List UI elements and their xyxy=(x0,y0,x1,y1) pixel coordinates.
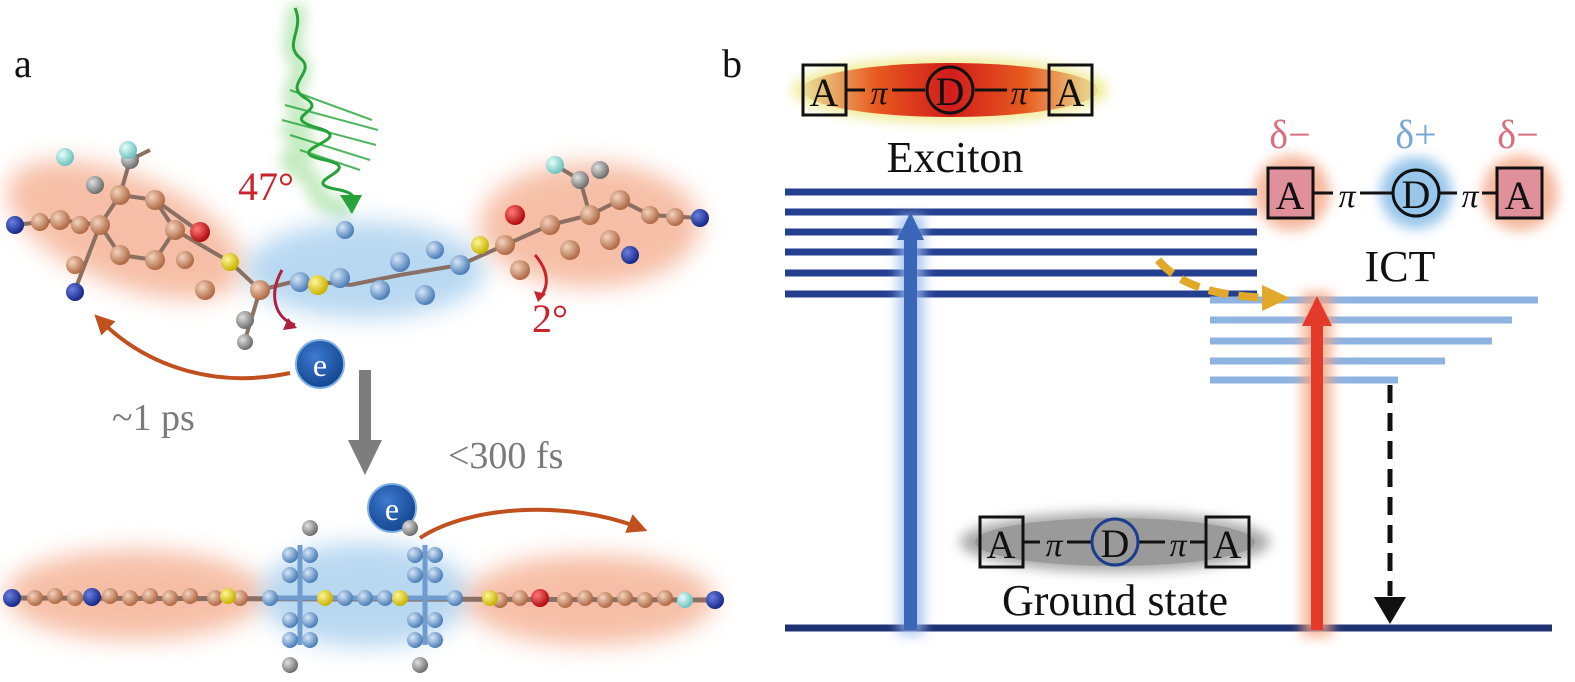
twisted-molecule-atoms xyxy=(6,141,709,350)
ict-energy-levels xyxy=(1210,296,1538,384)
time-slow-label: ~1 ps xyxy=(112,397,195,439)
svg-text:A: A xyxy=(1213,522,1242,567)
panel-b-label: b xyxy=(722,41,742,86)
angle-47-label: 47° xyxy=(238,164,294,209)
ground-state-label: Ground state xyxy=(1002,576,1228,625)
svg-text:e: e xyxy=(385,491,399,527)
nonradiative-arrow xyxy=(1374,385,1406,624)
planar-molecule xyxy=(3,520,724,673)
svg-text:A: A xyxy=(1505,173,1534,218)
svg-text:D: D xyxy=(936,69,965,114)
svg-text:π: π xyxy=(1169,527,1187,564)
svg-text:A: A xyxy=(810,70,839,115)
svg-text:A: A xyxy=(1056,70,1085,115)
slow-transfer-arrow xyxy=(94,314,291,381)
charge-transfer-arrow xyxy=(1154,257,1290,311)
svg-text:A: A xyxy=(987,522,1016,567)
ground-state-molecule: A π D π A xyxy=(960,512,1270,572)
exciton-energy-levels xyxy=(785,188,1257,298)
svg-text:π: π xyxy=(1010,75,1028,112)
charge-left-label: δ− xyxy=(1269,112,1310,157)
svg-text:A: A xyxy=(1276,173,1305,218)
svg-text:π: π xyxy=(1461,178,1479,215)
angle-2-label: 2° xyxy=(532,296,568,341)
emission-arrow xyxy=(1302,292,1332,637)
panel-a-label: a xyxy=(14,41,32,86)
fast-transfer-arrow xyxy=(418,507,648,540)
electron-top: e xyxy=(293,337,347,391)
ict-molecule: A π D π A xyxy=(1254,155,1558,231)
svg-text:π: π xyxy=(870,75,888,112)
svg-text:D: D xyxy=(1101,521,1130,566)
laser-pulse-icon xyxy=(279,3,379,220)
charge-right-label: δ− xyxy=(1497,112,1538,157)
relaxation-arrow-icon xyxy=(348,370,382,475)
excitation-arrow xyxy=(897,212,924,635)
time-fast-label: <300 fs xyxy=(448,435,563,477)
exciton-molecule: A π D π A xyxy=(792,57,1108,123)
svg-text:π: π xyxy=(1045,527,1063,564)
charge-center-label: δ+ xyxy=(1395,112,1436,157)
svg-text:e: e xyxy=(313,347,327,383)
svg-text:π: π xyxy=(1338,178,1356,215)
ict-label: ICT xyxy=(1365,242,1436,291)
exciton-label: Exciton xyxy=(887,133,1024,182)
svg-text:D: D xyxy=(1402,172,1431,217)
